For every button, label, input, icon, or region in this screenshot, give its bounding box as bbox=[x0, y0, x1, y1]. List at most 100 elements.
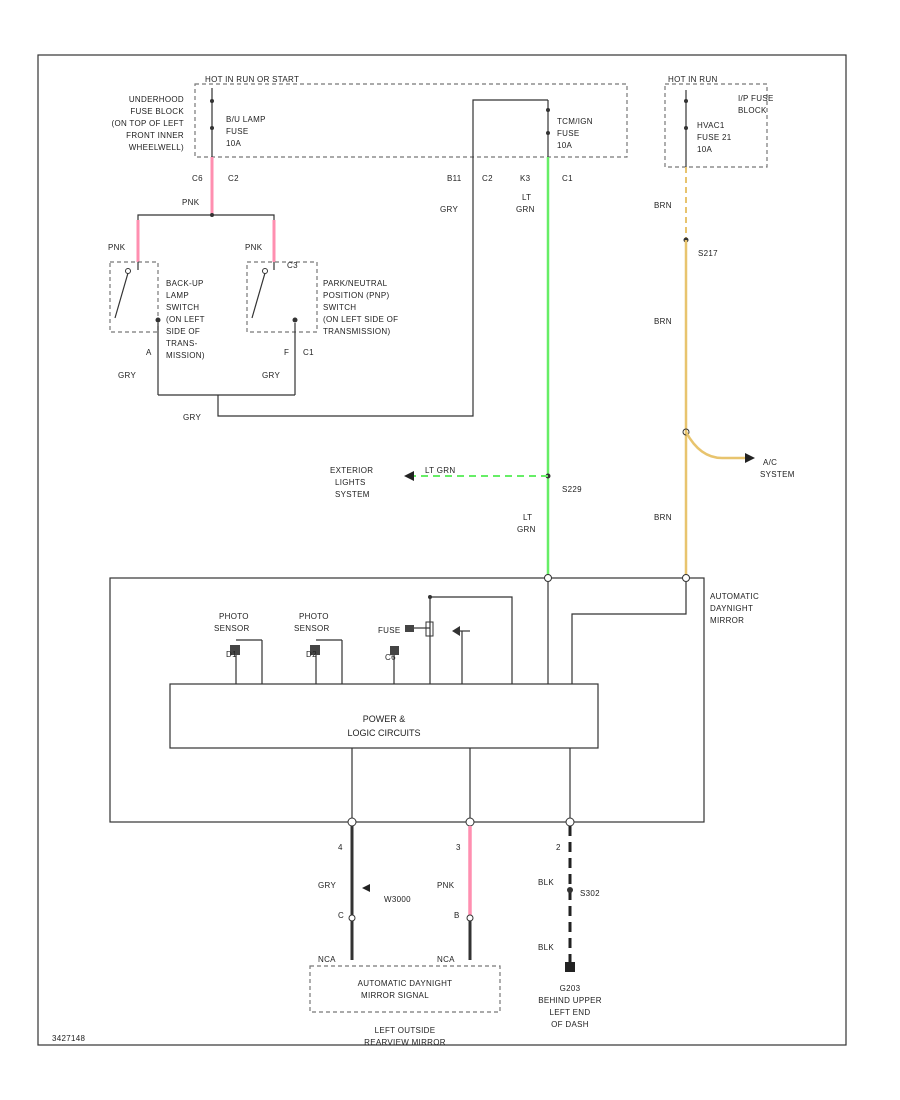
fuse-block-location-5: WHEELWELL) bbox=[129, 143, 184, 152]
mirror-label-1: AUTOMATIC bbox=[710, 592, 759, 601]
brn-label-2: BRN bbox=[654, 317, 672, 326]
brn-to-ac bbox=[684, 431, 745, 460]
mirror-pin-4 bbox=[347, 817, 357, 827]
pnp-label-5: TRANSMISSION) bbox=[323, 327, 390, 336]
exterior-label-1: EXTERIOR bbox=[330, 466, 373, 475]
fuse-block-location-1: UNDERHOOD bbox=[129, 95, 184, 104]
ac-label-1: A/C bbox=[763, 458, 777, 467]
conn-c6: C6 bbox=[192, 174, 203, 183]
backup-switch-contact-a bbox=[125, 268, 131, 274]
photo1-d1: D1 bbox=[226, 650, 237, 659]
exterior-label-2: LIGHTS bbox=[335, 478, 366, 487]
internal-bus bbox=[472, 99, 548, 157]
mirror-zener-icon bbox=[425, 621, 434, 637]
conn-c2-right: C2 bbox=[482, 174, 493, 183]
nca-right: NCA bbox=[437, 955, 455, 964]
backup-label-4: (ON LEFT bbox=[166, 315, 205, 324]
pnp-label-3: SWITCH bbox=[323, 303, 356, 312]
mirror-internal-bus bbox=[429, 596, 513, 684]
blk-label-2: BLK bbox=[538, 943, 554, 952]
mirror-pin-3 bbox=[465, 817, 475, 827]
ip-fuse-label-3: 10A bbox=[697, 145, 712, 154]
fuse1-label-1: B/U LAMP bbox=[226, 115, 266, 124]
conn-k3: K3 bbox=[520, 174, 531, 183]
pnp-label-1: PARK/NEUTRAL bbox=[323, 279, 388, 288]
mirror-label-3: MIRROR bbox=[710, 616, 744, 625]
ip-fuse-location-2: BLOCK bbox=[738, 106, 767, 115]
logic-circuit-box bbox=[169, 683, 599, 749]
fuse1-node-bottom bbox=[210, 126, 214, 130]
lt-grn-inline-label: LT GRN bbox=[425, 466, 455, 475]
mirror-c6-icon bbox=[390, 646, 399, 655]
splice-s217-label: S217 bbox=[698, 249, 718, 258]
backup-label-3: SWITCH bbox=[166, 303, 199, 312]
fuse2-label-3: 10A bbox=[557, 141, 572, 150]
pnp-label-4: (ON LEFT SIDE OF bbox=[323, 315, 398, 324]
lt-grn-label-top-1: LT bbox=[522, 193, 531, 202]
ground-label-3: LEFT END bbox=[550, 1008, 591, 1017]
ip-fuse-node-top bbox=[684, 99, 688, 103]
pin-2-label: 2 bbox=[556, 843, 561, 852]
splice-s302 bbox=[567, 887, 573, 893]
backup-switch-body bbox=[109, 261, 159, 333]
pin-c-node bbox=[348, 914, 356, 922]
mirror-c6-label: C6 bbox=[385, 653, 396, 662]
outside-box-label-1: AUTOMATIC DAYNIGHT bbox=[358, 979, 453, 988]
pnk-split bbox=[137, 214, 275, 220]
mirror-label-2: DAYNIGHT bbox=[710, 604, 753, 613]
fuse1-label-2: FUSE bbox=[226, 127, 249, 136]
pnp-label-2: POSITION (PNP) bbox=[323, 291, 389, 300]
backup-label-1: BACK-UP bbox=[166, 279, 204, 288]
fuse1-node-top bbox=[210, 99, 214, 103]
mirror-bus-node bbox=[428, 595, 432, 599]
logic-label-1: POWER & bbox=[363, 714, 406, 724]
logic-label-2: LOGIC CIRCUITS bbox=[347, 728, 420, 738]
w3000-arrow-icon bbox=[362, 884, 370, 892]
conn-b11: B11 bbox=[447, 174, 462, 183]
mirror-fuse-icon bbox=[405, 625, 414, 632]
fuse2-label-2: FUSE bbox=[557, 129, 580, 138]
brn-branch-node bbox=[682, 428, 690, 436]
conn-c2-left: C2 bbox=[228, 174, 239, 183]
photo-sensor-2-icon bbox=[310, 645, 320, 655]
outside-mirror-label-1: LEFT OUTSIDE bbox=[375, 1026, 436, 1035]
mirror-diode-icon bbox=[452, 626, 460, 636]
pnp-switch-body bbox=[246, 261, 318, 333]
gry-label-top: GRY bbox=[440, 205, 458, 214]
backup-gry-label: GRY bbox=[118, 371, 136, 380]
fuse-block-location-4: FRONT INNER bbox=[126, 131, 184, 140]
fuse1-label-3: 10A bbox=[226, 139, 241, 148]
pnp-gry-label: GRY bbox=[262, 371, 280, 380]
nca-left: NCA bbox=[318, 955, 336, 964]
backup-switch-contact-b bbox=[155, 317, 161, 323]
pnp-pin-f: F bbox=[284, 348, 289, 357]
mirror-module bbox=[109, 577, 705, 823]
photo2-label-2: SENSOR bbox=[294, 624, 330, 633]
ground-icon bbox=[565, 962, 575, 972]
pin-c-label: C bbox=[338, 911, 344, 920]
splice-s302-label: S302 bbox=[580, 889, 600, 898]
pnk-split-node bbox=[210, 213, 214, 217]
photo2-d2: D2 bbox=[306, 650, 317, 659]
ip-fuse-label-2: FUSE 21 bbox=[697, 133, 732, 142]
ip-fuse-label-1: HVAC1 bbox=[697, 121, 725, 130]
lt-grn-label-mid-1: LT bbox=[523, 513, 532, 522]
fuse2-label-1: TCM/IGN bbox=[557, 117, 593, 126]
photo1-label-2: SENSOR bbox=[214, 624, 250, 633]
mirror-pin-2 bbox=[565, 817, 575, 827]
ip-fuse-node-bottom bbox=[684, 126, 688, 130]
backup-label-6: TRANS- bbox=[166, 339, 198, 348]
ground-label-4: OF DASH bbox=[551, 1020, 589, 1029]
gry-label-outside: GRY bbox=[318, 881, 336, 890]
ground-label-1: G203 bbox=[560, 984, 581, 993]
pnp-switch-blade bbox=[251, 272, 266, 319]
diagram-id: 3427148 bbox=[52, 1034, 85, 1043]
pin-b-label: B bbox=[454, 911, 460, 920]
mirror-fuse-label: FUSE bbox=[378, 626, 401, 635]
pnk-label-pnp: PNK bbox=[245, 243, 263, 252]
mirror-internal-batt bbox=[571, 582, 687, 684]
backup-label-7: MISSION) bbox=[166, 351, 205, 360]
pnk-label-backup: PNK bbox=[108, 243, 126, 252]
pnk-label-main: PNK bbox=[182, 198, 200, 207]
